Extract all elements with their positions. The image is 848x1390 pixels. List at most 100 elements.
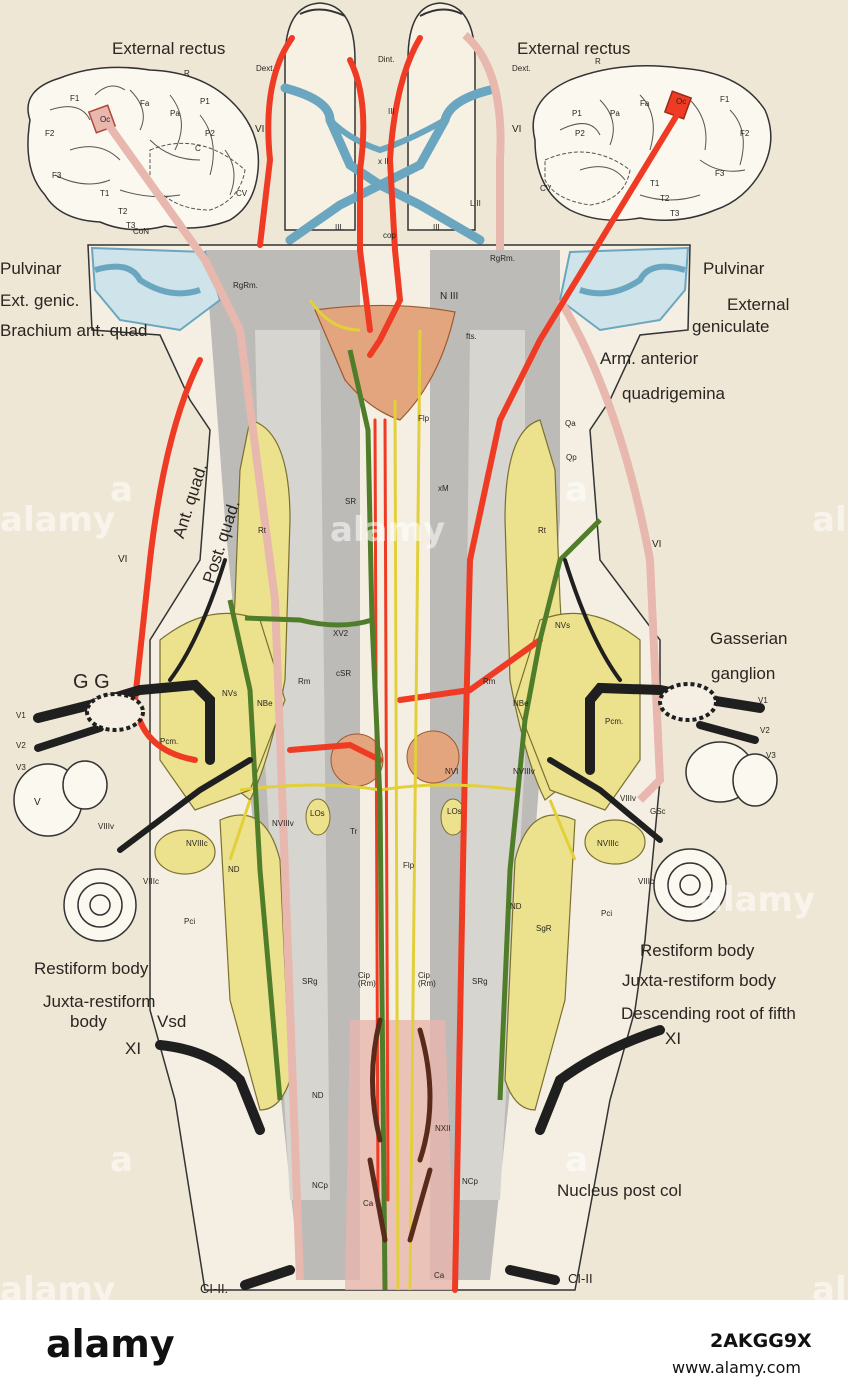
- label-t1-left: T1: [100, 189, 110, 198]
- label-t2-left: T2: [118, 207, 128, 216]
- label-f1-left: F1: [70, 94, 80, 103]
- label-ca-right: Ca: [434, 1271, 445, 1280]
- label-rgrm-right: RgRm.: [490, 254, 515, 263]
- label-rm-left: Rm: [298, 677, 311, 686]
- label-los-right: LOs: [447, 807, 462, 816]
- label-geniculate: geniculate: [692, 317, 770, 336]
- label-f2-left: F2: [45, 129, 55, 138]
- label-nvs-right: NVs: [555, 621, 571, 630]
- label-con: CoN: [133, 227, 150, 236]
- label-ndl: ND: [312, 1091, 324, 1100]
- footer-brand-logo[interactable]: alamy: [46, 1322, 175, 1366]
- label-viiiv-left: VIIIv: [98, 822, 115, 831]
- label-n3: N III: [440, 291, 459, 302]
- label-ncp-right: NCp: [462, 1177, 479, 1186]
- footer-site-link[interactable]: www.alamy.com: [672, 1358, 801, 1377]
- label-fts: fts.: [466, 332, 477, 341]
- label-vi-left-upper: VI: [255, 124, 265, 135]
- right-cerebrum: [532, 64, 772, 221]
- label-v1-left: V1: [16, 711, 26, 720]
- label-cv-right: CV: [540, 184, 552, 193]
- label-pci-left: Pci: [184, 917, 196, 926]
- label-p1-left: P1: [200, 97, 210, 106]
- label-t2-right: T2: [660, 194, 670, 203]
- label-xi-right: XI: [665, 1029, 682, 1048]
- eyeballs: [284, 2, 476, 231]
- label-p2-right: P2: [575, 129, 585, 138]
- label-t3-left: T3: [126, 221, 136, 230]
- pink-tracts: [101, 31, 665, 1281]
- anatomical-plate: External rectus External rectus Pulvinar…: [0, 0, 848, 1300]
- label-f1-right: F1: [720, 95, 730, 104]
- yellow-fibres: [228, 299, 577, 1291]
- label-oc-left: Oc: [100, 115, 111, 124]
- label-nviiic-right: NVIIIc: [597, 839, 619, 848]
- label-nviiic-left: NVIIIc: [186, 839, 208, 848]
- label-xv2: XV2: [333, 629, 349, 638]
- label-csr: cSR: [336, 669, 352, 678]
- red-nerves: [131, 35, 683, 1293]
- label-juxta-right: Juxta-restiform body: [622, 971, 776, 990]
- label-xii: x II: [378, 157, 389, 166]
- green-fibres: [227, 349, 602, 1291]
- label-oc-right: Oc: [676, 97, 687, 106]
- label-qp: Qp: [566, 453, 577, 462]
- label-rt-left: Rt: [258, 526, 266, 535]
- label-pa-left: Pa: [170, 109, 180, 118]
- label-fa-left: Fa: [140, 99, 150, 108]
- label-f2-right: F2: [740, 129, 750, 138]
- label-gg: G G: [73, 671, 110, 693]
- label-cip-left: Cip (Rm): [358, 971, 376, 988]
- label-vi-right-lower: VI: [652, 539, 662, 550]
- label-cl-right: CI-II: [568, 1271, 593, 1286]
- label-sr: SR: [345, 497, 357, 506]
- label-pulvinar-right: Pulvinar: [703, 259, 765, 278]
- brainstem-diagram: [13, 2, 778, 1293]
- label-sgr: SgR: [536, 924, 552, 933]
- label-los-left: LOs: [310, 809, 325, 818]
- label-nucleus-post-col: Nucleus post col: [557, 1181, 682, 1200]
- stock-footer: alamy 2AKGG9X www.alamy.com: [0, 1300, 848, 1390]
- label-juxta-left-body: body: [70, 1012, 107, 1031]
- label-pulvinar-left: Pulvinar: [0, 259, 62, 278]
- label-iii-left: III.: [335, 223, 344, 232]
- label-pcm-right: Pcm.: [605, 717, 624, 726]
- label-pa-right: Pa: [610, 109, 620, 118]
- label-gasserian: Gasserian: [710, 629, 788, 648]
- label-nviiiv-right: NVIIIv: [513, 767, 535, 776]
- label-iii-center: III: [388, 107, 395, 116]
- label-flp-lower: Flp: [403, 861, 415, 870]
- footer-image-id: 2AKGG9X: [710, 1330, 812, 1352]
- label-external: External: [727, 295, 790, 314]
- label-descending-root: Descending root of fifth: [621, 1004, 796, 1023]
- label-nd-right: ND: [510, 902, 522, 911]
- label-nvi: NVI: [445, 767, 459, 776]
- label-restiform-right: Restiform body: [640, 941, 755, 960]
- label-vi-right-upper: VI: [512, 124, 522, 135]
- label-external-rectus-right: External rectus: [517, 39, 631, 58]
- label-dint: Dint.: [378, 55, 395, 64]
- left-cerebrum: [27, 66, 260, 231]
- label-srg-right: SRg: [472, 977, 488, 986]
- label-nbe-left: NBe: [257, 699, 273, 708]
- label-nd-left: ND: [228, 865, 240, 874]
- label-restiform-left: Restiform body: [34, 959, 149, 978]
- label-brachium: Brachium ant. quad: [0, 321, 148, 340]
- label-rgrm-left: RgRm.: [233, 281, 258, 290]
- label-fa-right: Fa: [640, 99, 650, 108]
- label-iii-right: III: [433, 223, 440, 232]
- label-cv-left: CV: [236, 189, 248, 198]
- label-rm-right: Rm: [483, 677, 496, 686]
- label-ganglion: ganglion: [711, 664, 776, 683]
- label-v-ear: V: [34, 797, 41, 808]
- label-cop: cop: [383, 231, 396, 240]
- label-cip-right: Cip (Rm): [418, 971, 436, 988]
- label-rt-right: Rt: [538, 526, 546, 535]
- label-ext-genic: Ext. genic.: [0, 291, 80, 310]
- label-dext-right: Dext.: [512, 64, 531, 73]
- label-p2-left: P2: [205, 129, 215, 138]
- label-viiic-right: VIIIc: [638, 877, 655, 886]
- label-ll: L II: [470, 199, 481, 208]
- label-xm: xM: [438, 484, 449, 493]
- label-v2-left: V2: [16, 741, 26, 750]
